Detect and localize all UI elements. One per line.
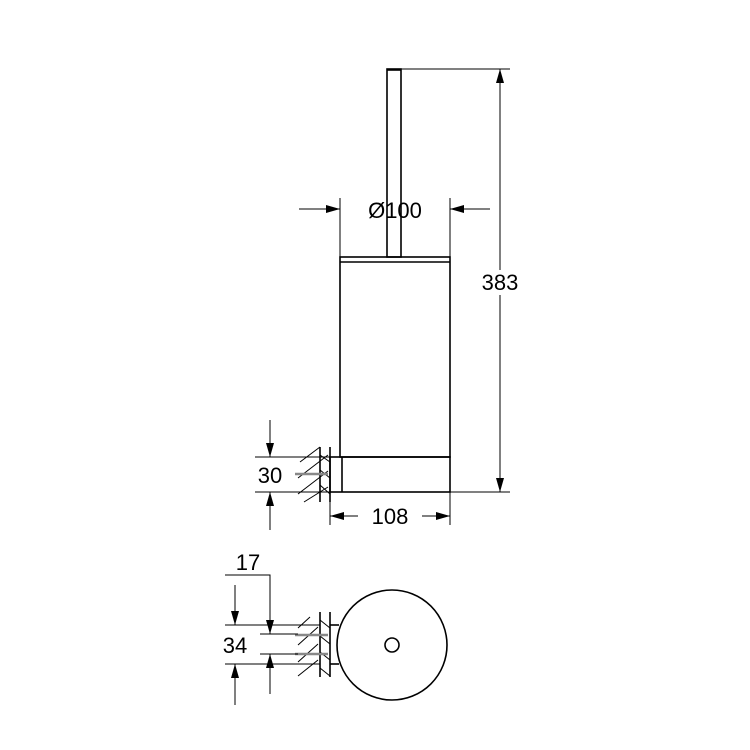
holder-base	[329, 456, 451, 493]
holder-body	[339, 256, 451, 458]
height-dimension: 383	[482, 270, 519, 295]
wall-hatching-top	[295, 612, 331, 677]
wall-hatching	[295, 446, 331, 503]
top-view: 34 17	[223, 550, 448, 705]
center-hole	[384, 637, 400, 653]
brush-handle	[386, 68, 402, 258]
depth-dimension: 108	[372, 504, 409, 529]
bracket-spacing-dimension: 34	[223, 633, 247, 658]
wall-offset-dimension: 17	[236, 550, 260, 575]
base-height-dimension: 30	[258, 463, 282, 488]
holder-top-circle	[336, 589, 448, 701]
diameter-dimension: Ø100	[368, 198, 422, 223]
side-view: 383 Ø100 30 108	[255, 68, 519, 530]
